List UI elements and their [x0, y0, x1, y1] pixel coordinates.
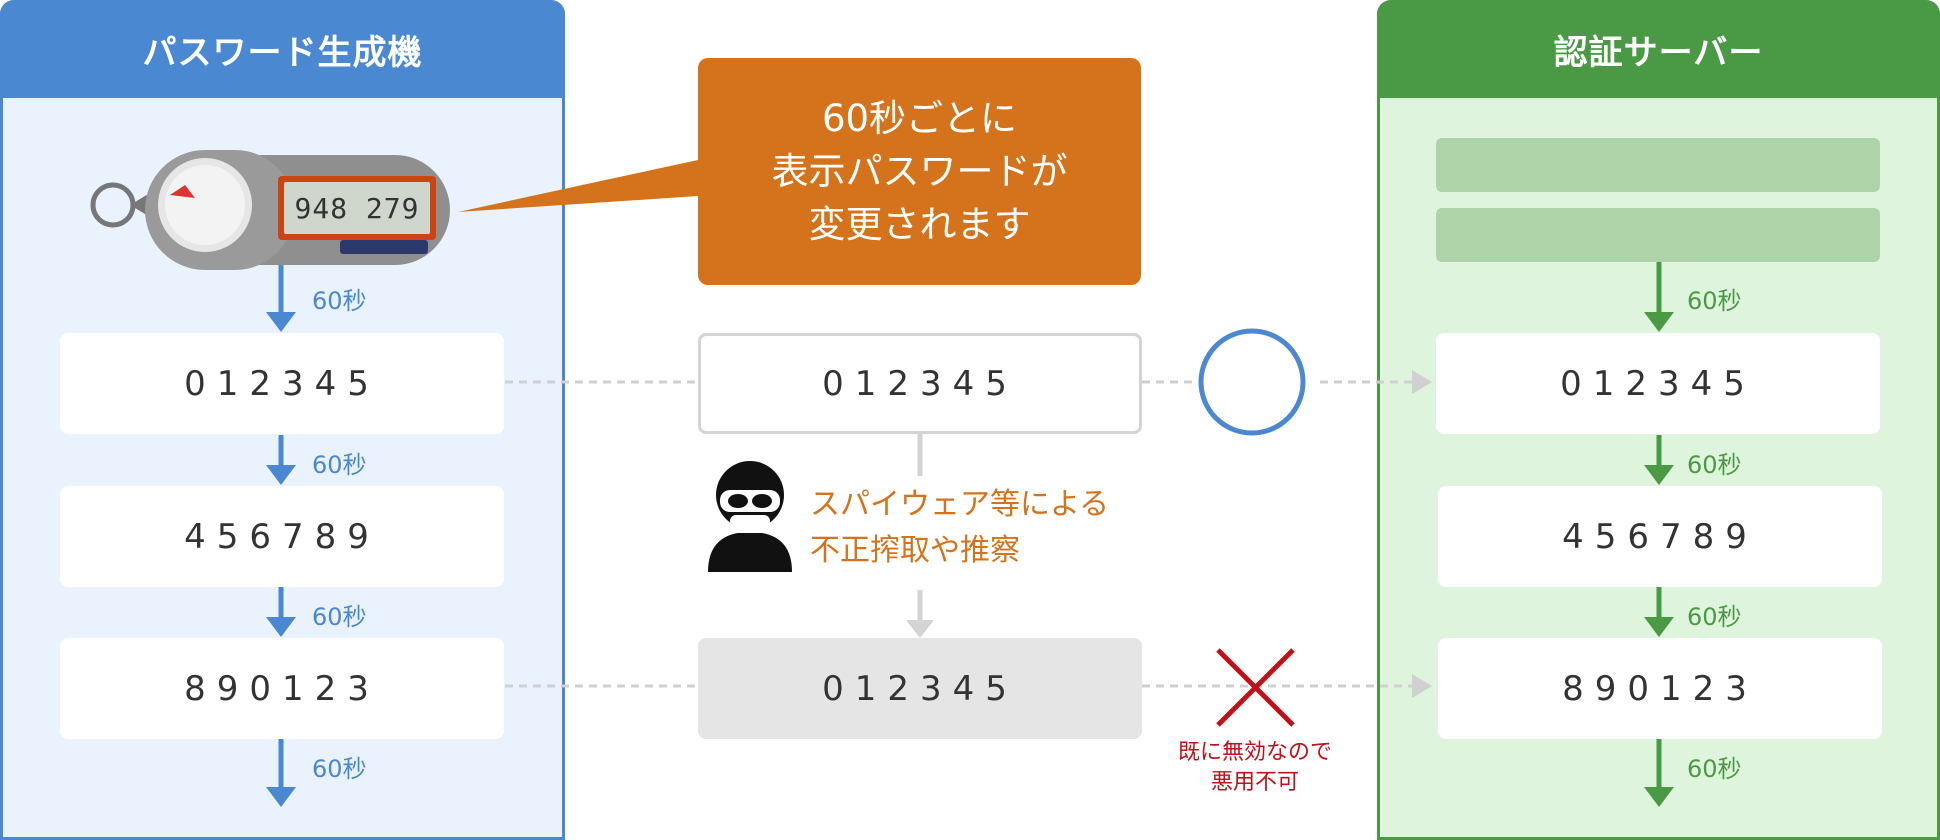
interval-label: 60秒 [1687, 755, 1742, 783]
middle-arrowhead [906, 620, 934, 638]
server-code-3: 890123 [1438, 638, 1882, 739]
token-display: 948 279 [294, 191, 420, 225]
generator-code-2: 456789 [60, 486, 504, 587]
callout-line: 表示パスワードが [771, 150, 1068, 193]
generator-code-1: 012345 [60, 333, 504, 434]
callout-line: 60秒ごとに [821, 97, 1018, 140]
invalid-x-icon [1216, 648, 1295, 727]
server-placeholder-bar [1436, 208, 1880, 262]
invalid-note: 既に無効なので 悪用不可 [1160, 738, 1350, 798]
spyware-line: スパイウェア等による [810, 487, 1110, 522]
interval-label: 60秒 [312, 287, 367, 315]
interval-label: 60秒 [1687, 451, 1742, 479]
password-generator-title: パスワード生成機 [0, 0, 565, 98]
auth-server-title: 認証サーバー [1377, 0, 1940, 98]
invalid-line: 悪用不可 [1210, 770, 1299, 795]
interval-label: 60秒 [1687, 603, 1742, 631]
server-code-1: 012345 [1436, 333, 1880, 434]
intercepted-code: 012345 [698, 333, 1142, 434]
server-placeholder-bar [1436, 138, 1880, 192]
interval-label: 60秒 [1687, 287, 1742, 315]
interval-label: 60秒 [312, 755, 367, 783]
callout-pointer [458, 160, 698, 212]
interval-label: 60秒 [312, 451, 367, 479]
right-arrows [1644, 262, 1674, 807]
dashed-arrowhead-top [1412, 370, 1432, 394]
callout-line: 変更されます [808, 203, 1031, 246]
invalid-line: 既に無効なので [1177, 740, 1332, 765]
valid-circle-icon [1198, 328, 1306, 436]
left-arrows [266, 263, 296, 807]
spy-icon [708, 461, 792, 572]
stale-code: 012345 [698, 638, 1142, 739]
dashed-arrowhead-bottom [1412, 674, 1432, 698]
dashed-connectors [505, 380, 1412, 688]
server-code-2: 456789 [1438, 486, 1882, 587]
generator-code-3: 890123 [60, 638, 504, 739]
password-token-device [90, 150, 450, 270]
password-change-callout: 60秒ごとに 表示パスワードが 変更されます [698, 58, 1141, 285]
spyware-warning: スパイウェア等による 不正搾取や推察 [810, 482, 1109, 574]
interval-label: 60秒 [312, 603, 367, 631]
spyware-line: 不正搾取や推察 [810, 533, 1020, 568]
